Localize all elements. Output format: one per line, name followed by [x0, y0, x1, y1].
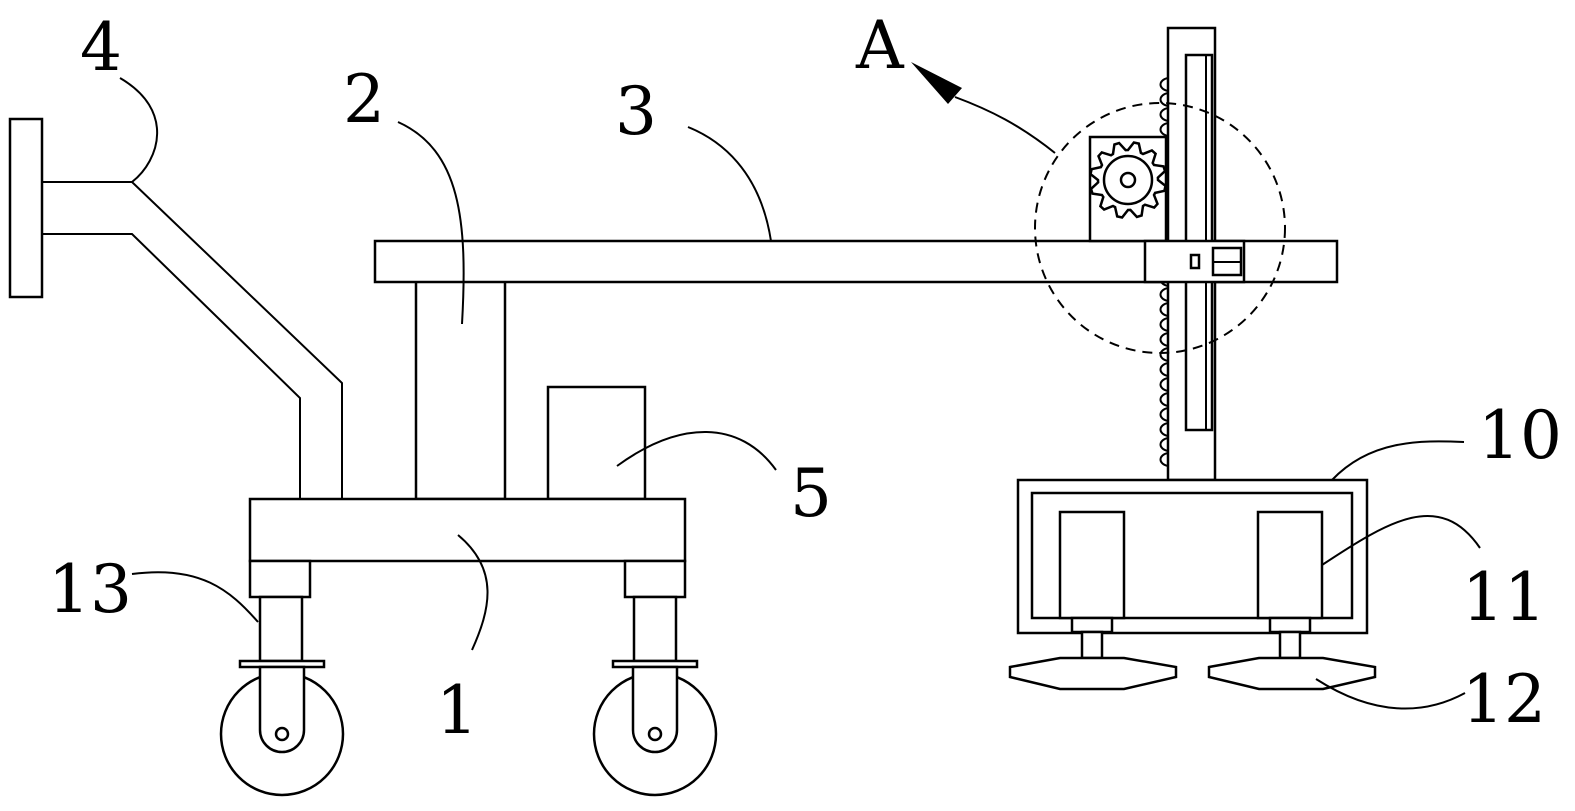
detail-a-circle	[1034, 102, 1286, 354]
gear-shaft	[1119, 171, 1137, 189]
control-box	[546, 385, 647, 501]
left-caster	[219, 559, 345, 797]
handle	[8, 117, 343, 499]
right-wheel-axle	[647, 726, 663, 742]
label-3: 3	[615, 73, 657, 150]
left-wheel-axle	[274, 726, 290, 742]
right-caster-post	[632, 595, 678, 663]
label-a: A	[855, 7, 905, 84]
label-5: 5	[790, 455, 832, 532]
leader-4	[119, 77, 159, 183]
leader-12	[1315, 678, 1466, 710]
label-12: 12	[1462, 661, 1546, 738]
leader-1	[457, 534, 489, 651]
leader-13	[131, 571, 259, 623]
right-caster-mount	[623, 559, 687, 599]
left-caster-mount	[248, 559, 312, 599]
label-2: 2	[343, 61, 385, 138]
label-11: 11	[1462, 559, 1546, 636]
right-brush-disc	[1207, 656, 1377, 691]
leader-3	[687, 126, 772, 242]
base-frame	[248, 497, 687, 563]
right-coupling	[1268, 616, 1312, 634]
arrow-a-head	[911, 62, 962, 104]
left-caster-post	[258, 595, 304, 663]
slider-pin	[1189, 253, 1201, 270]
leader-2	[397, 121, 465, 325]
right-wheel-fork	[631, 665, 679, 754]
handle-grip-plate	[8, 117, 44, 299]
left-brush-disc	[1008, 656, 1178, 691]
leader-5	[616, 431, 777, 471]
left-shaft	[1080, 630, 1104, 660]
right-motor	[1256, 510, 1324, 620]
leader-10	[1331, 440, 1465, 481]
cleaning-head	[1008, 478, 1377, 691]
label-1: 1	[436, 672, 478, 749]
leader-a	[954, 96, 1056, 154]
leader-11	[1321, 514, 1481, 566]
left-wheel-fork	[258, 665, 306, 754]
right-caster	[592, 559, 718, 797]
vertical-rack-assembly	[1034, 26, 1286, 482]
label-4: 4	[80, 9, 122, 86]
label-10: 10	[1478, 397, 1562, 474]
left-coupling	[1070, 616, 1114, 634]
label-13: 13	[48, 551, 132, 628]
handle-bar-outer	[42, 181, 343, 499]
handle-bar-inner	[42, 233, 301, 499]
left-motor	[1058, 510, 1126, 620]
support-column	[414, 279, 507, 501]
right-shaft	[1278, 630, 1302, 660]
